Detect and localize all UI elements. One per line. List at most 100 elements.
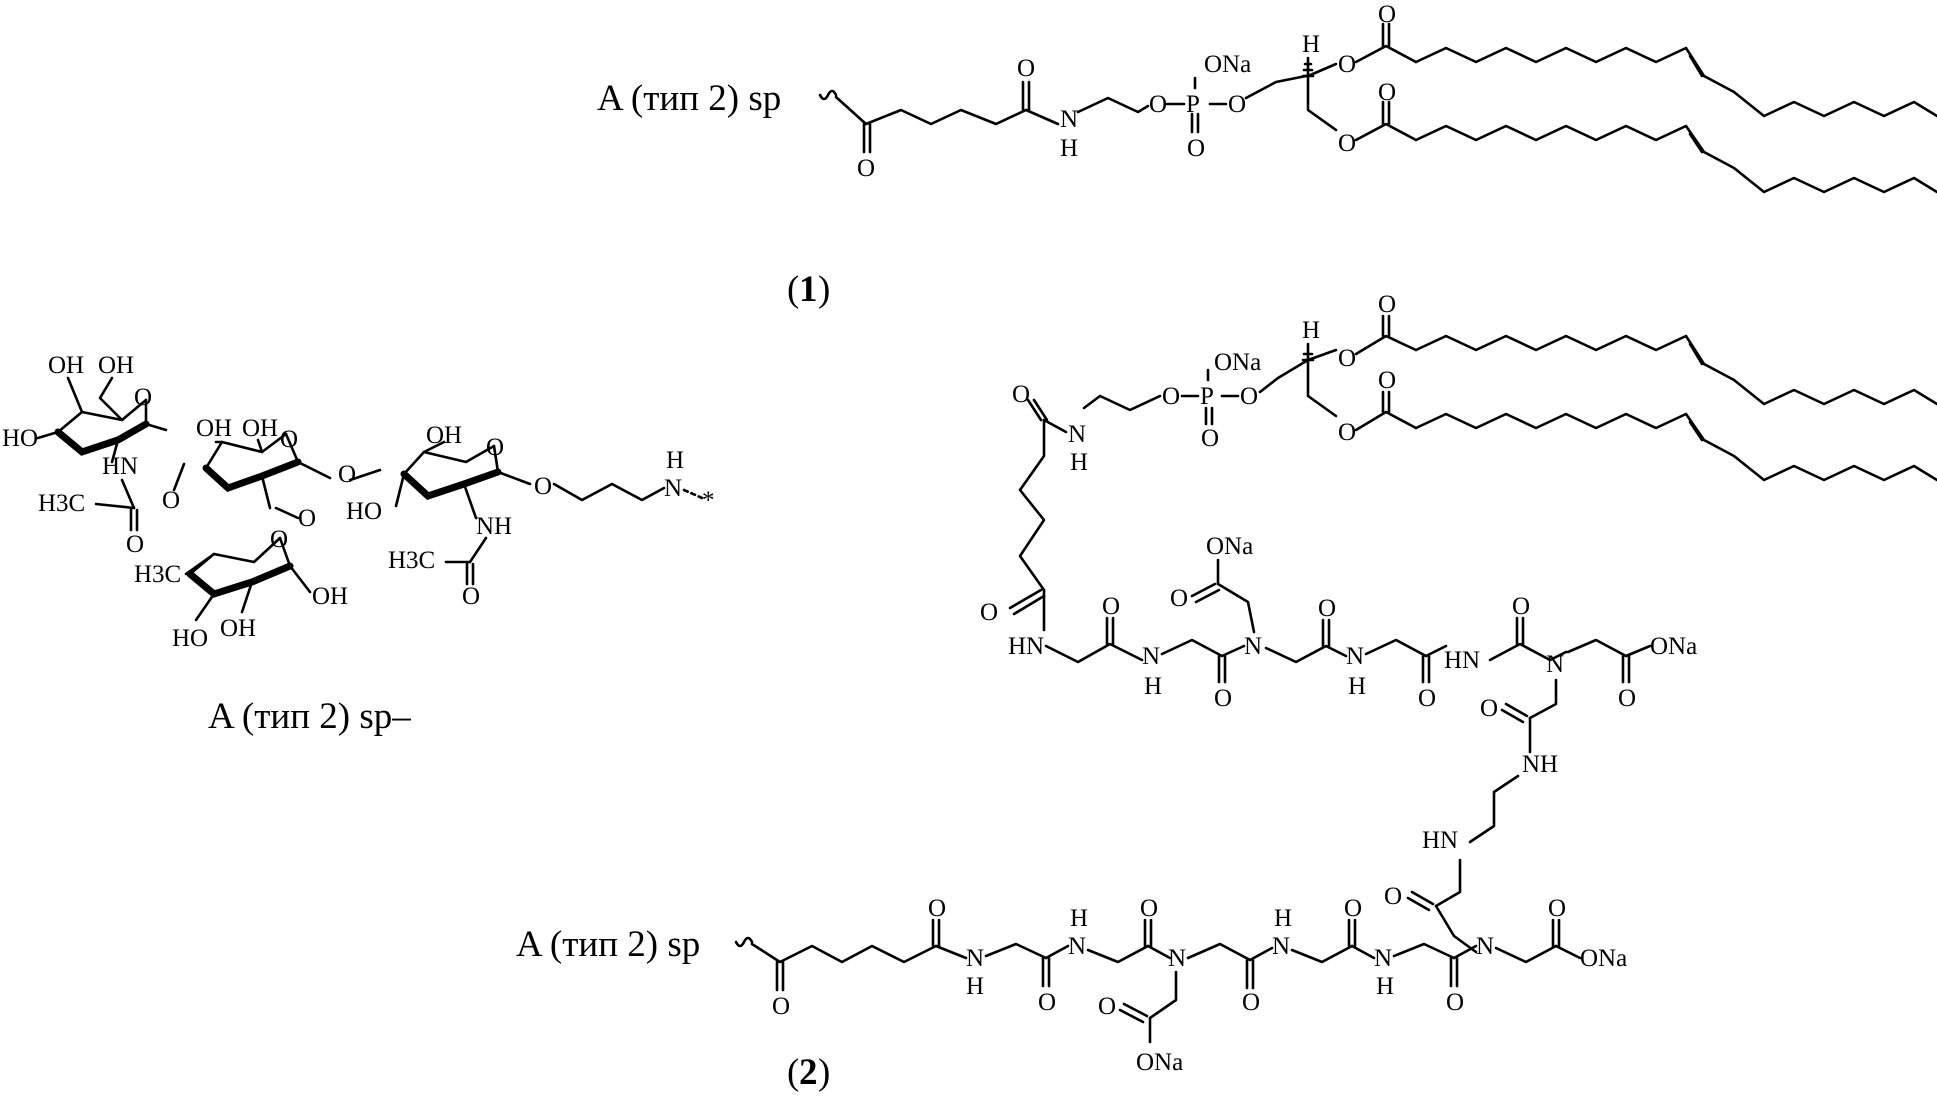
compound-2-carbonyl-oxygen-7: O (1384, 883, 1402, 910)
compound-2-carbonyl-oxygen-5: O (1512, 593, 1530, 620)
glycan-acetyl-oxygen-2: O (462, 583, 480, 610)
compound-2-amide-hydrogen-top: H (1070, 449, 1088, 476)
compound-2-tertiary-nitrogen-1: N (1244, 633, 1262, 660)
compound-2-carbonyl-oxygen-b4: O (1344, 895, 1362, 922)
glycan-caption: A (тип 2) sp– (208, 696, 411, 737)
compound-2-hn-right: HN (1422, 827, 1458, 854)
compound-2-carbonyl-oxygen-b5: O (1446, 989, 1464, 1016)
compound-2-ester-2-oxygen: O (1338, 419, 1356, 446)
glycan-fuc-ring-oxygen: O (270, 526, 288, 553)
compound-2-amide-hydrogen-b3: H (1274, 905, 1292, 932)
compound-2-carbonyl-oxygen-1: O (1102, 593, 1120, 620)
compound-2-tertiary-nitrogen-2: N (1546, 651, 1564, 678)
compound-2-ester-2-carbonyl-oxygen: O (1378, 367, 1396, 394)
compound-2-phosphate-double-oxygen: O (1201, 425, 1219, 452)
compound-2-nh-right: NH (1522, 751, 1558, 778)
compound-2-carboxyl-oxygen-2: O (1618, 685, 1636, 712)
compound-2-prefix: A (тип 2) sp (516, 924, 700, 965)
compound-2-label-close: ) (818, 1052, 830, 1093)
glycan-acetyl-h3c-2: H3C (388, 547, 435, 574)
compound-1-phosphate-oxygen-2: O (1228, 91, 1246, 118)
compound-2-stereo-hydrogen: H (1302, 317, 1320, 344)
glycan-attachment-star: * (702, 487, 715, 514)
compound-1-phosphorus: P (1186, 91, 1200, 118)
glycan-structure: OH OH O HO HN H3C O O OH OH O O O O H3C (2, 352, 715, 737)
compound-2-ketone-oxygen: O (772, 993, 790, 1020)
compound-2-carboxyl-ona-1: ONa (1206, 533, 1253, 560)
compound-1-phosphate-ona: ONa (1204, 51, 1251, 78)
compound-2-amide-oxygen-left: O (980, 599, 998, 626)
glycan-glc-nh: NH (476, 513, 512, 540)
compound-1-prefix: A (тип 2) sp (597, 78, 781, 119)
compound-2-structure: H O O O O O P ONa O O N H O O (516, 291, 1937, 1093)
compound-1-structure: A (тип 2) sp O O N H O P ONa O O H O O (597, 1, 1937, 310)
glycan-fuc-h3c: H3C (134, 561, 181, 588)
compound-1-label-close: ) (818, 269, 830, 310)
compound-1-stereo-hydrogen: H (1302, 31, 1320, 58)
glycan-spacer-hydrogen: H (666, 447, 684, 474)
glycan-glc-oh-top: OH (426, 422, 462, 449)
glycan-mid-oh-2: OH (242, 415, 278, 442)
glycan-gal-ho: HO (2, 425, 38, 452)
compound-1-ester-2-oxygen: O (1338, 130, 1356, 157)
compound-2-amide-hydrogen-2: H (1348, 673, 1366, 700)
compound-2-phosphate-oxygen-2: O (1240, 383, 1258, 410)
compound-2-amide-nitrogen-b2: N (1068, 933, 1086, 960)
compound-1-ester-1-carbonyl-oxygen: O (1378, 1, 1396, 28)
compound-2-carbonyl-oxygen-3: O (1318, 595, 1336, 622)
glycan-gal-oh-1: OH (48, 352, 84, 379)
compound-1-label-open: ( (787, 269, 799, 310)
compound-2-amide-nitrogen-1: N (1142, 643, 1160, 670)
compound-2-carboxyl-oxygen-b2: O (1548, 895, 1566, 922)
glycan-spacer-oxygen: O (534, 473, 552, 500)
compound-2-amide-oxygen-bottom: O (928, 895, 946, 922)
compound-2-carboxyl-ona-b1: ONa (1136, 1049, 1183, 1076)
compound-1-ester-2-carbonyl-oxygen: O (1378, 79, 1396, 106)
compound-1-amide-nitrogen: N (1060, 106, 1078, 133)
compound-2-carboxyl-oxygen-b1: O (1098, 993, 1116, 1020)
compound-2-ester-1-oxygen: O (1338, 345, 1356, 372)
glycan-gal-ring-oxygen: O (134, 384, 152, 411)
compound-2-amide-oxygen-top: O (1012, 381, 1030, 408)
compound-1-ester-1-oxygen: O (1338, 51, 1356, 78)
glycan-mid-ring-oxygen: O (280, 426, 298, 453)
compound-1-phosphate-double-oxygen: O (1187, 135, 1205, 162)
compound-2-amide-nitrogen-2: N (1346, 643, 1364, 670)
compound-2-carbonyl-oxygen-b1: O (1038, 989, 1056, 1016)
compound-2-amide-nitrogen-b4: N (1374, 945, 1392, 972)
compound-2-carbonyl-oxygen-6: O (1480, 695, 1498, 722)
glycan-gal-glycosidic-oxygen: O (162, 487, 180, 514)
compound-2-amide-hydrogen-b2: H (1070, 905, 1088, 932)
compound-1-ketone-oxygen: O (857, 155, 875, 182)
compound-1-phosphate-oxygen-1: O (1149, 91, 1167, 118)
glycan-fuc-oh-1: OH (312, 583, 348, 610)
compound-1-amide-hydrogen: H (1060, 135, 1078, 162)
compound-1-amide-oxygen: O (1017, 55, 1035, 82)
glycan-spacer-nitrogen: N (664, 475, 682, 502)
compound-2-carbonyl-oxygen-b3: O (1242, 989, 1260, 1016)
compound-2-carbonyl-oxygen-b2: O (1140, 895, 1158, 922)
glycan-gal-oh-2: OH (98, 352, 134, 379)
compound-2-amide-nitrogen-b1: N (966, 945, 984, 972)
compound-2-tertiary-nitrogen-b1: N (1168, 945, 1186, 972)
compound-2-amide-hydrogen-b1: H (966, 973, 984, 1000)
glycan-fuc-ho: HO (172, 625, 208, 652)
glycan-mid-glycosidic-oxygen: O (338, 461, 356, 488)
glycan-fuc-oh-2: OH (220, 615, 256, 642)
glycan-glc-ho: HO (346, 498, 382, 525)
compound-2-carbonyl-oxygen-4: O (1418, 685, 1436, 712)
compound-2-phosphorus: P (1200, 383, 1214, 410)
compound-2-nh-mid: HN (1444, 647, 1480, 674)
compound-2-label-open: ( (787, 1052, 799, 1093)
compound-2-amide-nitrogen-b3: N (1272, 933, 1290, 960)
compound-2-tertiary-nitrogen-b2: N (1476, 933, 1494, 960)
compound-2-nh-left: HN (1008, 633, 1044, 660)
compound-1-label-number: 1 (799, 269, 818, 310)
compound-2-phosphate-oxygen-1: O (1162, 383, 1180, 410)
compound-2-carbonyl-oxygen-2: O (1214, 685, 1232, 712)
glycan-fuc-link-oxygen: O (298, 505, 316, 532)
glycan-mid-oh-1: OH (196, 415, 232, 442)
compound-2-carboxyl-ona-b2: ONa (1580, 945, 1627, 972)
compound-2-carboxyl-oxygen-1: O (1170, 585, 1188, 612)
compound-2-ester-1-carbonyl-oxygen: O (1378, 291, 1396, 318)
